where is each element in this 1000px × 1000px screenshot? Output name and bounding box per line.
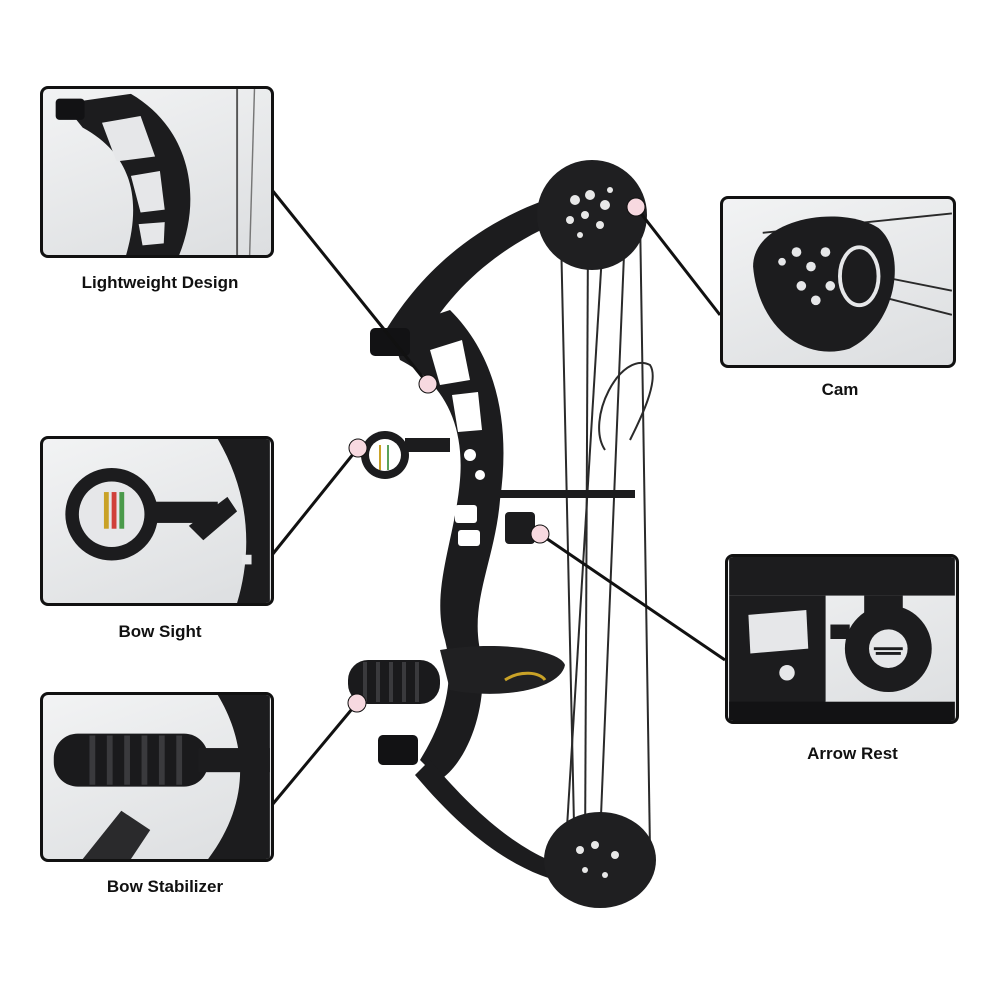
bow-sight-inset [40, 436, 274, 606]
cam-closeup-image [753, 212, 953, 352]
cam-label: Cam [821, 380, 859, 399]
lightweight-design-label: Lightweight Design [81, 273, 239, 292]
riser-closeup-image [55, 89, 256, 255]
cam-marker [626, 197, 646, 217]
arrow-rest-label: Arrow Rest [807, 744, 898, 763]
arrow-rest-closeup-image [729, 557, 955, 721]
arrow-rest-inset [725, 554, 959, 724]
bow-stabilizer-label: Bow Stabilizer [106, 877, 224, 896]
bow-stabilizer-inset [40, 692, 274, 862]
lightweight-design-inset [40, 86, 274, 258]
bow-sight-closeup-image [65, 439, 270, 603]
bow-sight-marker [348, 438, 368, 458]
cam-inset [720, 196, 956, 368]
bow-stabilizer-marker [347, 693, 367, 713]
stabilizer-closeup-image [53, 695, 270, 859]
lightweight-design-marker [418, 374, 438, 394]
bow-sight-label: Bow Sight [118, 622, 202, 641]
arrow-rest-marker [530, 524, 550, 544]
